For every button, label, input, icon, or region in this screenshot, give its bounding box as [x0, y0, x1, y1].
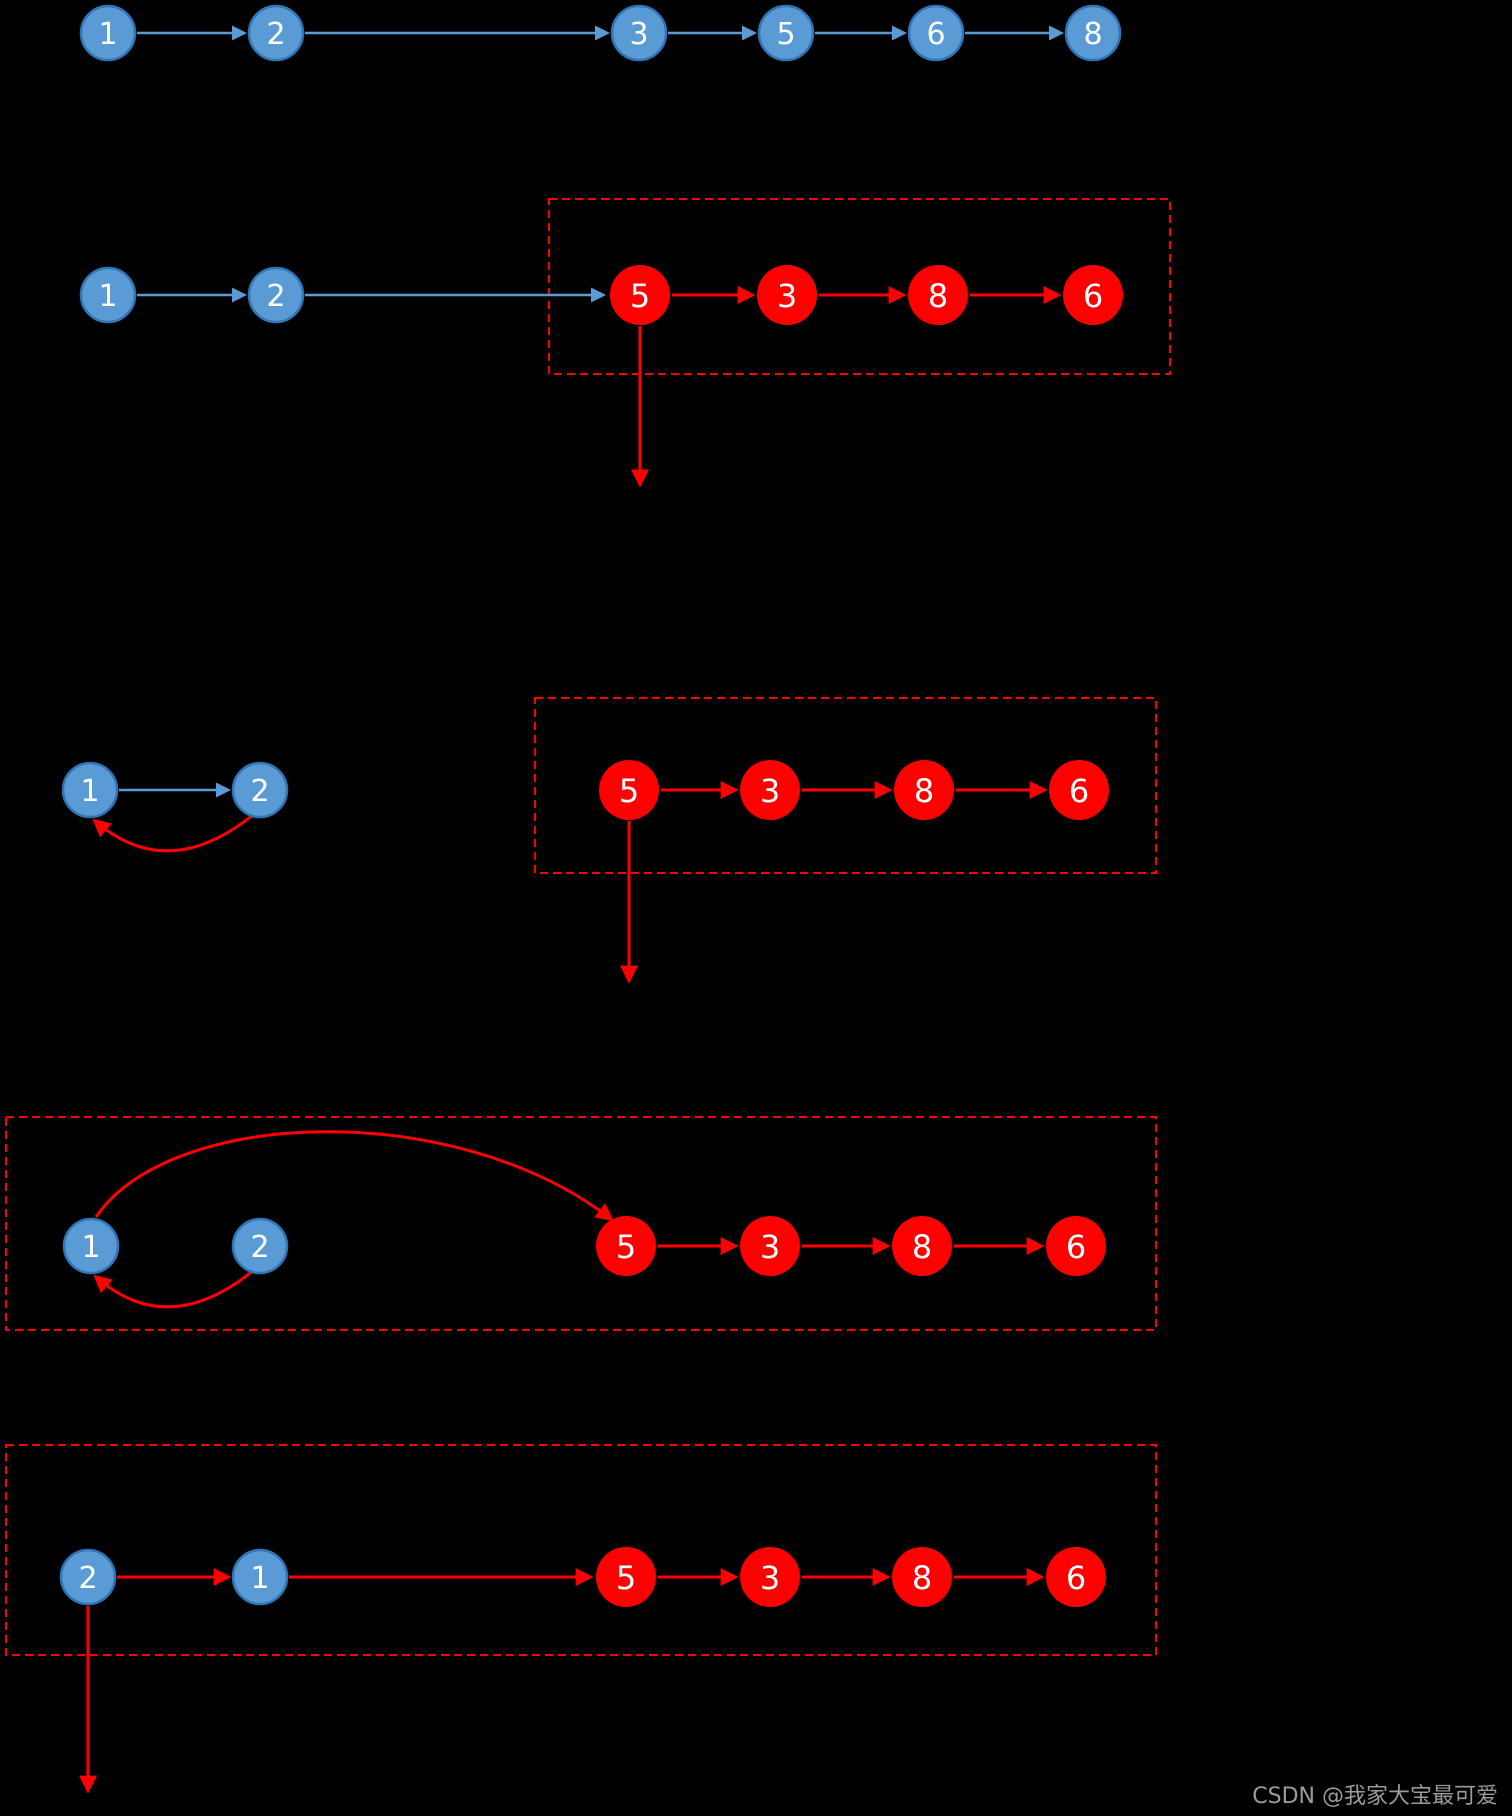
watermark: CSDN @我家大宝最可爱	[1252, 1784, 1498, 1809]
dashed-box-result	[5, 1444, 1157, 1656]
node-6	[907, 4, 965, 62]
node-2	[247, 4, 305, 62]
node-label: 8	[912, 1228, 932, 1266]
node-5	[757, 4, 815, 62]
node-2	[231, 761, 289, 819]
step4-connect: 1 2 5 3 8 6	[5, 1116, 1157, 1331]
node-label: 3	[760, 772, 780, 810]
step2-split: 1 2 5 3 8 6	[79, 198, 1171, 488]
node-6	[1063, 265, 1123, 325]
node-2	[247, 266, 305, 324]
node-6	[1049, 760, 1109, 820]
node-label: 5	[616, 1559, 636, 1597]
node-label: 2	[78, 1561, 97, 1596]
node-label: 6	[926, 17, 945, 52]
node-2	[231, 1217, 289, 1275]
node-label: 1	[250, 1561, 269, 1596]
node-5	[599, 760, 659, 820]
node-8	[1064, 4, 1122, 62]
node-6	[1046, 1547, 1106, 1607]
reverse-arc-2-1	[92, 812, 255, 853]
node-2	[59, 1548, 117, 1606]
node-8	[894, 760, 954, 820]
node-label: 6	[1066, 1559, 1086, 1597]
node-label: 1	[98, 279, 117, 314]
node-label: 5	[619, 772, 639, 810]
node-label: 1	[80, 774, 99, 809]
node-1	[62, 1217, 120, 1275]
node-label: 3	[777, 277, 797, 315]
node-label: 6	[1066, 1228, 1086, 1266]
step1-original-list: 1 2 3 5 6 8	[79, 4, 1122, 62]
node-label: 2	[266, 17, 285, 52]
dashed-box-all	[5, 1116, 1157, 1331]
step3-reverse-head: 1 2 5 3 8 6	[61, 697, 1157, 984]
node-5	[596, 1216, 656, 1276]
node-label: 2	[250, 1230, 269, 1265]
step5-result: 2 1 5 3 8 6	[5, 1444, 1157, 1794]
node-label: 8	[914, 772, 934, 810]
node-8	[908, 265, 968, 325]
node-label: 5	[776, 17, 795, 52]
node-6	[1046, 1216, 1106, 1276]
reverse-arc-2-1	[93, 1268, 255, 1309]
node-label: 3	[760, 1228, 780, 1266]
node-label: 8	[912, 1559, 932, 1597]
node-label: 6	[1069, 772, 1089, 810]
dashed-box-sublist	[548, 198, 1171, 375]
node-3	[610, 4, 668, 62]
node-5	[610, 265, 670, 325]
node-1	[61, 761, 119, 819]
node-1	[231, 1548, 289, 1606]
node-label: 3	[629, 17, 648, 52]
node-label: 1	[81, 1230, 100, 1265]
node-label: 5	[630, 277, 650, 315]
node-3	[757, 265, 817, 325]
node-3	[740, 1216, 800, 1276]
node-label: 6	[1083, 277, 1103, 315]
node-1	[79, 266, 137, 324]
node-8	[892, 1547, 952, 1607]
node-label: 2	[266, 279, 285, 314]
node-label: 2	[250, 774, 269, 809]
node-8	[892, 1216, 952, 1276]
dashed-box-sublist	[534, 697, 1157, 874]
node-3	[740, 760, 800, 820]
node-3	[740, 1547, 800, 1607]
node-label: 8	[1083, 17, 1102, 52]
node-label: 3	[760, 1559, 780, 1597]
node-1	[79, 4, 137, 62]
node-label: 5	[616, 1228, 636, 1266]
node-label: 1	[98, 17, 117, 52]
curve-arrow-1-5	[94, 1130, 614, 1222]
node-5	[596, 1547, 656, 1607]
node-label: 8	[928, 277, 948, 315]
